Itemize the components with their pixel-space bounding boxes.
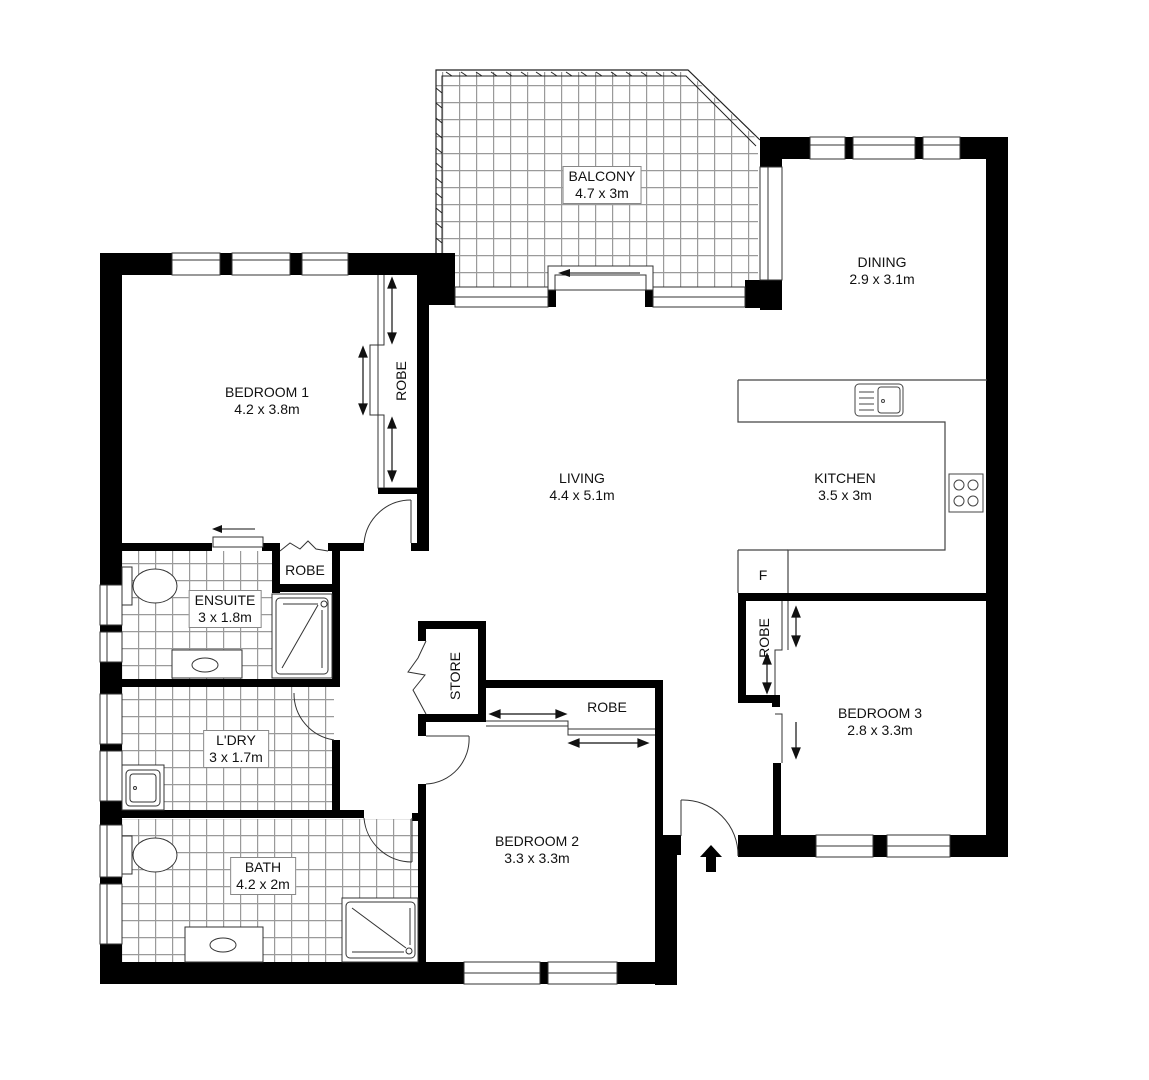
ensuite-vanity-icon (171, 649, 243, 679)
room-label-laundry: L'DRY 3 x 1.7m (203, 730, 269, 768)
balcony-railing (435, 69, 761, 270)
room-label-living: LIVING 4.4 x 5.1m (549, 470, 614, 504)
store-bifold-door[interactable] (407, 640, 427, 715)
entry-arrow-icon (700, 845, 722, 872)
room-name: BEDROOM 3 (837, 705, 923, 721)
room-name: ENSUITE (194, 592, 256, 608)
sliding-arrows (488, 709, 650, 748)
room-dims: 4.2 x 2m (236, 876, 290, 892)
room-label-bedroom3: BEDROOM 3 2.8 x 3.3m (838, 705, 922, 739)
windows (99, 136, 961, 985)
room-dims: 4.4 x 5.1m (549, 487, 615, 503)
sliding-arrows (358, 276, 397, 483)
bedroom2-robe[interactable] (486, 720, 655, 736)
sliding-arrows (762, 605, 801, 760)
room-dims: 3.5 x 3m (818, 487, 872, 503)
room-dims: 3.3 x 3.3m (504, 850, 570, 866)
ensuite-robe-bifold-door[interactable] (279, 540, 329, 552)
bath-vanity-icon (184, 926, 264, 963)
fridge-label: F (758, 567, 768, 583)
storage-label-robe-bedroom3: ROBE (755, 618, 772, 658)
ensuite-sliding-door[interactable] (212, 525, 264, 548)
entry-door[interactable] (680, 799, 739, 857)
room-dims: 4.2 x 3.8m (234, 401, 300, 417)
bath-toilet-icon (121, 835, 178, 875)
bedroom2-door[interactable] (425, 735, 470, 785)
bedroom1-door[interactable] (363, 499, 412, 544)
ensuite-toilet-icon (121, 566, 178, 606)
cooktop-icon (948, 473, 984, 513)
room-dims: 3 x 1.8m (198, 609, 252, 625)
ensuite-shower-icon (271, 593, 333, 679)
room-label-ensuite: ENSUITE 3 x 1.8m (188, 590, 262, 628)
room-label-dining: DINING 2.9 x 3.1m (849, 254, 914, 288)
room-dims: 2.8 x 3.3m (847, 722, 913, 738)
storage-label-robe-bedroom1: ROBE (392, 361, 409, 401)
room-name: DINING (857, 254, 907, 270)
bedroom1-robe[interactable] (369, 275, 418, 494)
room-label-kitchen: KITCHEN 3.5 x 3m (814, 470, 875, 504)
room-name: L'DRY (216, 732, 256, 748)
laundry-tub-icon (121, 764, 165, 811)
laundry-door[interactable] (293, 692, 335, 741)
room-name: LIVING (559, 470, 605, 486)
room-name: BALCONY (568, 168, 636, 184)
room-name: BEDROOM 2 (494, 833, 580, 849)
bedroom3-robe[interactable] (774, 601, 789, 763)
room-name: BEDROOM 1 (224, 384, 310, 400)
room-label-bedroom1: BEDROOM 1 4.2 x 3.8m (225, 384, 309, 418)
room-dims: 3 x 1.7m (209, 749, 263, 765)
room-label-bedroom2: BEDROOM 2 3.3 x 3.3m (495, 833, 579, 867)
room-label-balcony: BALCONY 4.7 x 3m (562, 166, 642, 204)
bath-shower-icon (341, 897, 419, 963)
room-dims: 2.9 x 3.1m (849, 271, 915, 287)
room-label-bath: BATH 4.2 x 2m (230, 857, 296, 895)
storage-label-robe-ensuite: ROBE (285, 562, 325, 578)
bath-door[interactable] (363, 817, 413, 863)
kitchen-sink-icon (854, 383, 904, 417)
room-name: BATH (244, 859, 282, 875)
storage-label-store: STORE (446, 652, 463, 700)
room-dims: 4.7 x 3m (575, 185, 629, 201)
storage-label-robe-bedroom2: ROBE (587, 699, 627, 715)
room-name: KITCHEN (814, 470, 876, 486)
balcony-sliding-door[interactable] (547, 265, 654, 291)
kitchen-benches (737, 379, 987, 593)
